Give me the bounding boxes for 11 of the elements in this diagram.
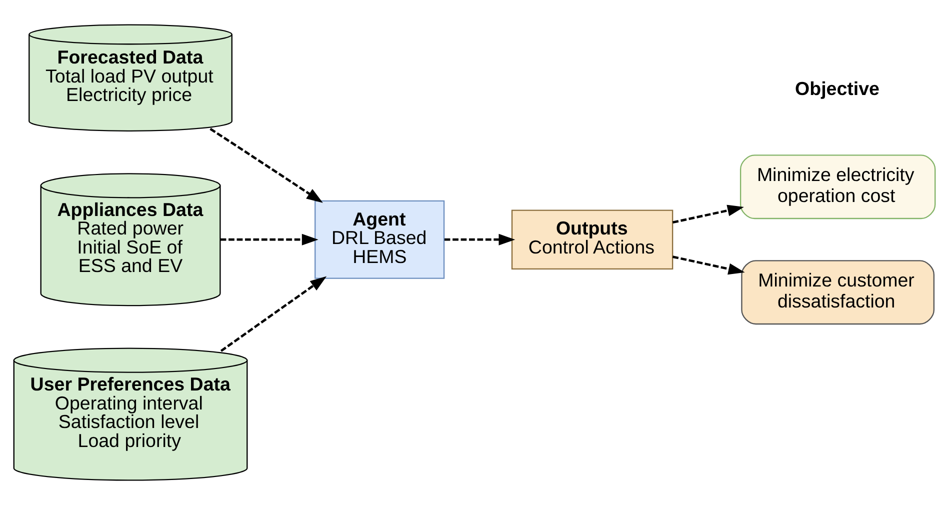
arrow (444, 234, 515, 246)
label: Objective (794, 78, 879, 100)
node-box: Minimize customer dissatisfaction (740, 260, 934, 325)
node-box: Outputs Control Actions (510, 210, 673, 270)
arrow (672, 256, 744, 275)
arrow (672, 204, 744, 224)
node-box: Agent DRL Based HEMS (314, 200, 444, 279)
arrow (209, 128, 322, 203)
node-box: Minimize electricity operation cost (739, 154, 936, 220)
arrow (220, 276, 326, 352)
arrow (220, 234, 318, 246)
